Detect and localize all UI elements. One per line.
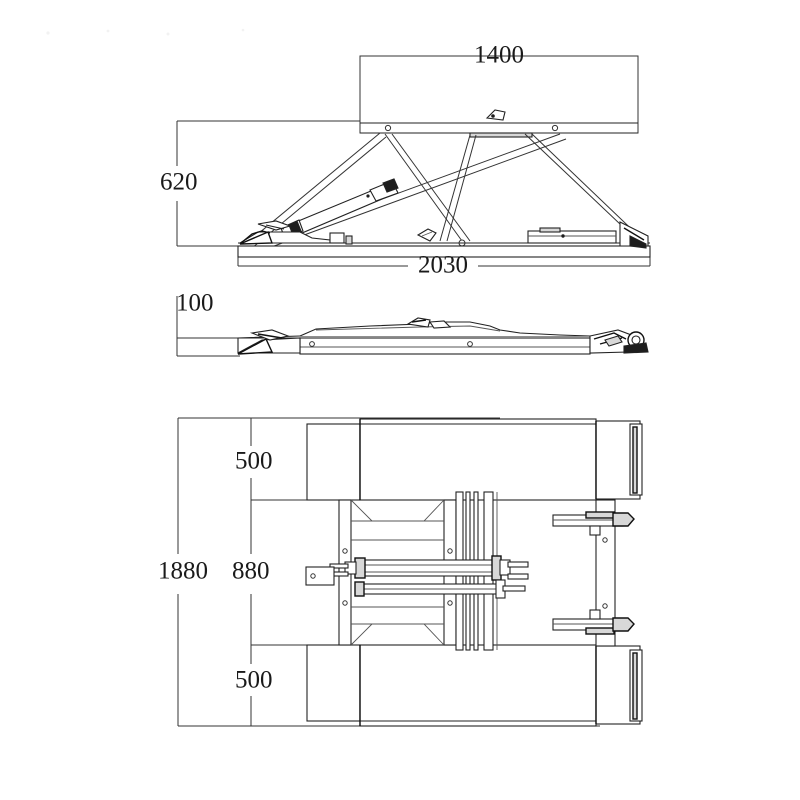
dim-label-500-bottom: 500 [235,667,273,694]
view-front-elevation: 1400 620 2030 [160,42,651,279]
scan-artifacts [46,28,245,36]
dim-label-2030: 2030 [418,252,468,279]
base-frame-elevation [237,220,651,258]
lift-platform-elevation [360,56,638,138]
dim-label-1400: 1400 [474,42,524,69]
right-side-lift-arms-plan [552,499,635,647]
dim-label-880: 880 [232,558,270,585]
dim-label-100: 100 [176,290,214,317]
upper-runway-platform [306,418,643,501]
lowered-lift-body [237,317,649,355]
lower-runway-platform [306,644,643,727]
dim-label-500-top: 500 [235,448,273,475]
view-side-profile-lowered: 100 [176,290,649,356]
dim-label-620: 620 [160,169,198,196]
dim-label-1880: 1880 [158,558,208,585]
view-plan: 1880 500 880 500 [158,418,643,727]
hydraulic-cylinder-plan [305,555,529,599]
